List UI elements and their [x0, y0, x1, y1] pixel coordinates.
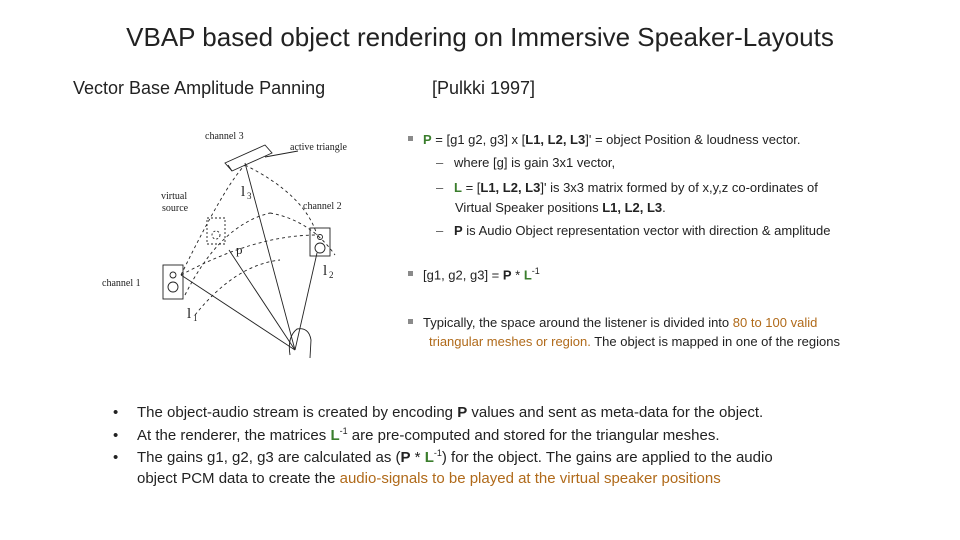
sub-bullet-gain: –where [g] is gain 3x1 vector, [436, 155, 616, 170]
square-bullet-icon [408, 319, 413, 325]
slide-title: VBAP based object rendering on Immersive… [126, 22, 834, 52]
label-source: source [162, 203, 189, 214]
vector-l3 [244, 162, 296, 351]
square-bullet-icon [408, 136, 413, 142]
subtitle-vbap: Vector Base Amplitude Panning [73, 78, 326, 98]
vector-l1 [180, 274, 296, 351]
dash-bullet-icon: – [436, 155, 444, 170]
sub-bullet-matrix-cont: Virtual Speaker positions L1, L2, L3. [455, 200, 666, 215]
sub-bullet-matrix: –L = [L1, L2, L3]' is 3x3 matrix formed … [436, 180, 818, 195]
square-bullet-icon [408, 271, 413, 277]
label-p: p [236, 242, 243, 257]
virtual-source [206, 217, 226, 245]
label-l1-sub: 1 [193, 313, 198, 323]
label-channel1: channel 1 [102, 278, 141, 289]
vector-p [228, 249, 296, 351]
label-l1: l [187, 306, 191, 322]
label-channel2: channel 2 [303, 201, 342, 212]
bottom-bullet-renderer: •At the renderer, the matrices L-1 are p… [113, 426, 720, 444]
listener-head [288, 328, 312, 359]
label-l2: l [323, 263, 327, 279]
dash-bullet-icon: – [436, 223, 444, 238]
label-virtual: virtual [161, 191, 187, 202]
speaker-channel3 [224, 144, 273, 172]
bottom-bullet-gains: •The gains g1, g2, g3 are calculated as … [113, 448, 773, 466]
dash-bullet-icon: – [436, 180, 444, 195]
label-active-triangle: active triangle [290, 142, 347, 153]
bullet-definition: P = [g1 g2, g3] x [L1, L2, L3]' = object… [408, 132, 801, 147]
speaker-channel2 [309, 227, 331, 257]
vbap-diagram: channel 3 active triangle virtual source… [102, 131, 347, 359]
speaker-channel1 [162, 264, 184, 300]
sub-bullet-object: –P is Audio Object representation vector… [436, 223, 831, 238]
vector-l2 [294, 252, 318, 351]
label-l3-sub: 3 [247, 191, 252, 201]
active-triangle-pointer [264, 150, 299, 158]
label-channel3: channel 3 [205, 131, 244, 142]
label-l2-sub: 2 [329, 270, 334, 280]
subtitle-citation: [Pulkki 1997] [432, 78, 536, 98]
bottom-bullet-gains-cont: object PCM data to create the audio-sign… [137, 470, 721, 487]
bottom-bullet-encoding: •The object-audio stream is created by e… [113, 404, 764, 421]
label-l3: l [241, 184, 245, 200]
bullet-gain-formula: [g1, g2, g3] = P * L-1 [408, 266, 540, 282]
bullet-meshes: Typically, the space around the listener… [408, 315, 817, 330]
bullet-meshes-cont: triangular meshes or region. The object … [429, 334, 840, 349]
